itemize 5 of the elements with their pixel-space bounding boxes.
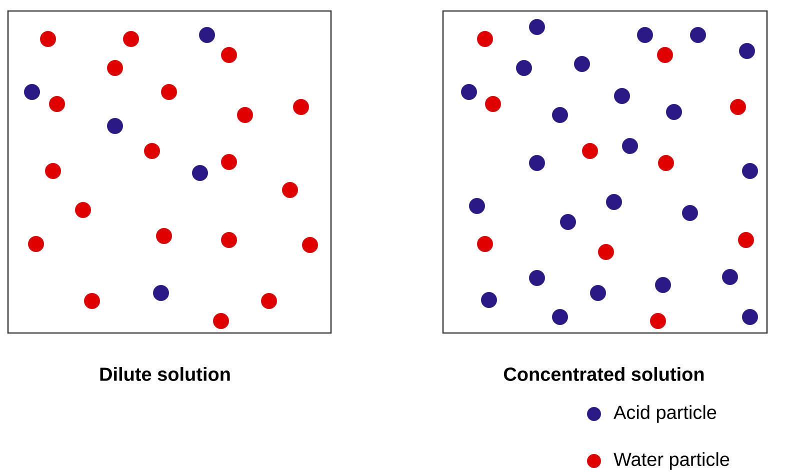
box-caption: Dilute solution bbox=[100, 367, 230, 381]
legend-label: Acid particle bbox=[614, 405, 716, 423]
box-caption: Concentrated solution bbox=[504, 367, 704, 381]
solution-box bbox=[7, 10, 332, 334]
legend-label: Water particle bbox=[614, 452, 730, 470]
